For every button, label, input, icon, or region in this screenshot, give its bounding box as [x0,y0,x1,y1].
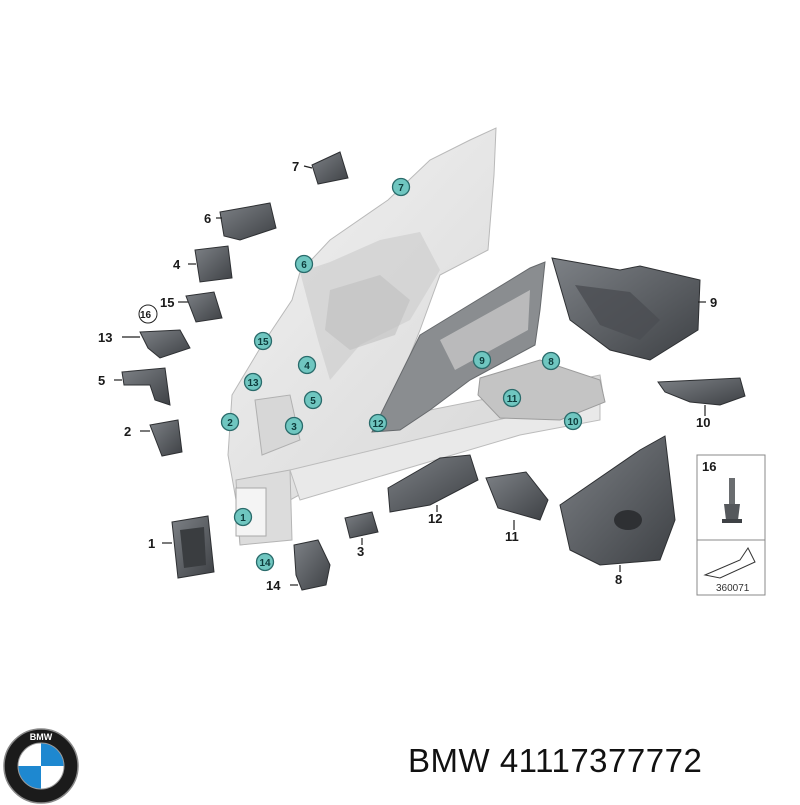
callout-3: 3 [357,544,364,559]
callout-12: 12 [428,511,442,526]
inset-code: 360071 [716,583,750,594]
part-7-bracket [311,151,349,185]
leader-lines [114,165,706,586]
bubble-3: 3 [284,416,304,436]
position-bubbles: 1 2 3 4 5 6 7 8 9 10 11 12 13 14 15 [220,177,583,572]
bubble-2: 2 [220,412,240,432]
svg-text:5: 5 [310,396,316,407]
part-2-bracket [149,419,183,457]
callout-5: 5 [98,373,105,388]
part-3-bracket [344,511,379,539]
bubble-15: 15 [253,331,273,351]
bubble-1: 1 [233,507,253,527]
bubble-6: 6 [294,254,314,274]
svg-text:1: 1 [240,513,246,524]
svg-text:15: 15 [257,337,269,348]
front-body-frame [227,127,606,546]
svg-text:13: 13 [247,378,259,389]
callout-2: 2 [124,424,131,439]
part-5-bracket [121,367,171,406]
callout-4: 4 [173,257,181,272]
part-15-bracket [185,291,223,323]
callout-7: 7 [292,159,299,174]
svg-text:2: 2 [227,418,233,429]
callout-1: 1 [148,536,155,551]
part-13-bracket [139,329,191,359]
part-10-bracket [657,377,746,406]
bubble-11: 11 [502,388,522,408]
callout-16-ring [138,304,158,324]
svg-text:12: 12 [372,419,384,430]
svg-text:7: 7 [398,183,404,194]
bubble-8: 8 [541,351,561,371]
arrow-icon [703,547,756,579]
callout-9: 9 [710,295,717,310]
part-14-bracket [293,539,331,591]
bubble-5: 5 [303,390,323,410]
part-number-caption: BMW 41117377772 [408,742,703,779]
inset-part-number: 16 [702,459,716,474]
rivet-inset-box: 16 360071 [696,454,766,596]
part-8-panel [559,435,676,566]
bubble-13: 13 [243,372,263,392]
bubble-9: 9 [472,350,492,370]
callout-14: 14 [266,578,281,593]
bubble-14: 14 [255,552,275,572]
logo-letters: BMW [30,732,53,742]
callout-8: 8 [615,572,622,587]
part-11-bracket [485,471,549,521]
callout-15: 15 [160,295,174,310]
callout-labels: 1 2 3 4 5 6 7 8 9 10 11 12 13 14 15 16 [98,159,717,593]
part-9-wheel-liner [551,257,701,361]
rivet-icon [722,478,742,523]
callout-6: 6 [204,211,211,226]
svg-text:4: 4 [304,361,310,372]
svg-text:14: 14 [259,558,271,569]
callout-11: 11 [505,529,519,544]
part-1-mount [171,515,215,579]
bubble-4: 4 [297,355,317,375]
svg-text:11: 11 [507,394,518,405]
svg-text:6: 6 [301,260,307,271]
svg-text:8: 8 [548,357,554,368]
part-4-bracket [194,245,233,283]
svg-text:9: 9 [479,356,485,367]
svg-text:10: 10 [567,417,579,428]
bubble-12: 12 [368,413,388,433]
bubble-7: 7 [391,177,411,197]
callout-16: 16 [140,310,152,321]
bubble-10: 10 [563,411,583,431]
part-12-bracket [387,454,479,513]
part-6-bracket [219,202,277,241]
callout-10: 10 [696,415,710,430]
bmw-roundel-icon: BMW [3,728,79,804]
svg-text:3: 3 [291,422,297,433]
callout-13: 13 [98,330,112,345]
